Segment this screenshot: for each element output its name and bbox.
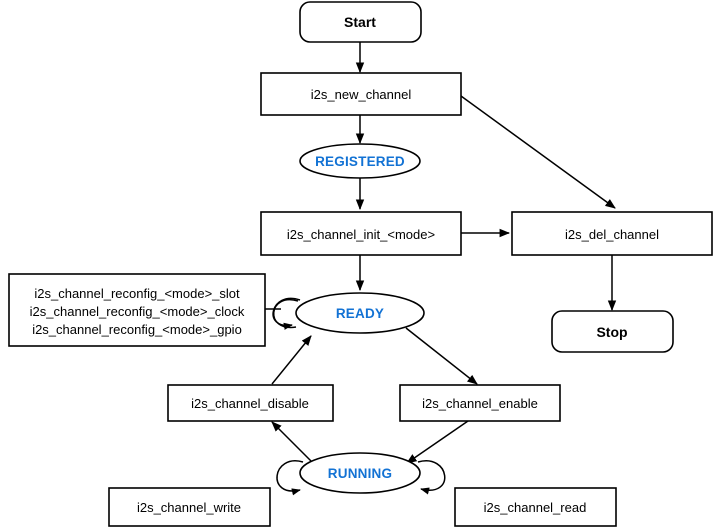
channel-disable-shape: [167, 384, 334, 422]
stop-label: Stop: [596, 324, 627, 340]
new-channel-shape: [260, 72, 462, 116]
registered-label: REGISTERED: [315, 154, 405, 169]
node-new-channel[interactable]: i2s_new_channel: [260, 72, 462, 116]
channel-reconfig-line-2: i2s_channel_reconfig_<mode>_clock: [30, 304, 245, 319]
self-loop-running-right: [417, 460, 446, 495]
self-loop-ready-arc: [272, 298, 299, 329]
node-ready[interactable]: READY: [295, 292, 425, 334]
node-channel-enable[interactable]: i2s_channel_enable: [399, 384, 561, 422]
channel-enable-shape: [399, 384, 561, 422]
stop-shape: [551, 310, 674, 353]
node-channel-write[interactable]: i2s_channel_write: [108, 487, 271, 527]
ready-shape: [295, 292, 425, 334]
ready-label: READY: [336, 306, 384, 321]
del-channel-shape: [511, 211, 713, 256]
edge-running-to-channel-disable: [271, 421, 314, 464]
node-stop[interactable]: Stop: [551, 310, 674, 353]
edges-layer: [265, 42, 617, 496]
channel-reconfig-shape: [8, 273, 266, 347]
channel-disable-label: i2s_channel_disable: [191, 396, 309, 411]
node-channel-init[interactable]: i2s_channel_init_<mode>: [260, 211, 462, 256]
channel-enable-label: i2s_channel_enable: [422, 396, 538, 411]
edge-channel-enable-to-running: [406, 420, 469, 464]
edge-new-channel-to-del-channel: [460, 95, 616, 209]
new-channel-label: i2s_new_channel: [311, 87, 412, 102]
node-channel-reconfig[interactable]: i2s_channel_reconfig_<mode>_slot i2s_cha…: [8, 273, 266, 347]
channel-init-shape: [260, 211, 462, 256]
channel-read-shape: [454, 487, 617, 527]
channel-reconfig-line-1: i2s_channel_reconfig_<mode>_slot: [34, 286, 240, 301]
edge-ready-to-channel-enable: [405, 327, 478, 385]
edge-channel-disable-to-ready: [271, 335, 312, 385]
self-loop-running-left: [276, 460, 304, 496]
start-shape: [299, 1, 422, 43]
node-running[interactable]: RUNNING: [299, 452, 421, 494]
node-channel-disable[interactable]: i2s_channel_disable: [167, 384, 334, 422]
registered-shape: [299, 143, 421, 179]
running-label: RUNNING: [328, 466, 392, 481]
del-channel-label: i2s_del_channel: [565, 227, 659, 242]
channel-read-label: i2s_channel_read: [484, 500, 587, 515]
start-label: Start: [344, 14, 376, 30]
channel-write-label: i2s_channel_write: [137, 500, 241, 515]
channel-init-label: i2s_channel_init_<mode>: [287, 227, 435, 242]
node-start[interactable]: Start: [299, 1, 422, 43]
channel-write-shape: [108, 487, 271, 527]
node-channel-read[interactable]: i2s_channel_read: [454, 487, 617, 527]
node-del-channel[interactable]: i2s_del_channel: [511, 211, 713, 256]
running-shape: [299, 452, 421, 494]
channel-reconfig-line-3: i2s_channel_reconfig_<mode>_gpio: [32, 322, 242, 337]
node-registered[interactable]: REGISTERED: [299, 143, 421, 179]
